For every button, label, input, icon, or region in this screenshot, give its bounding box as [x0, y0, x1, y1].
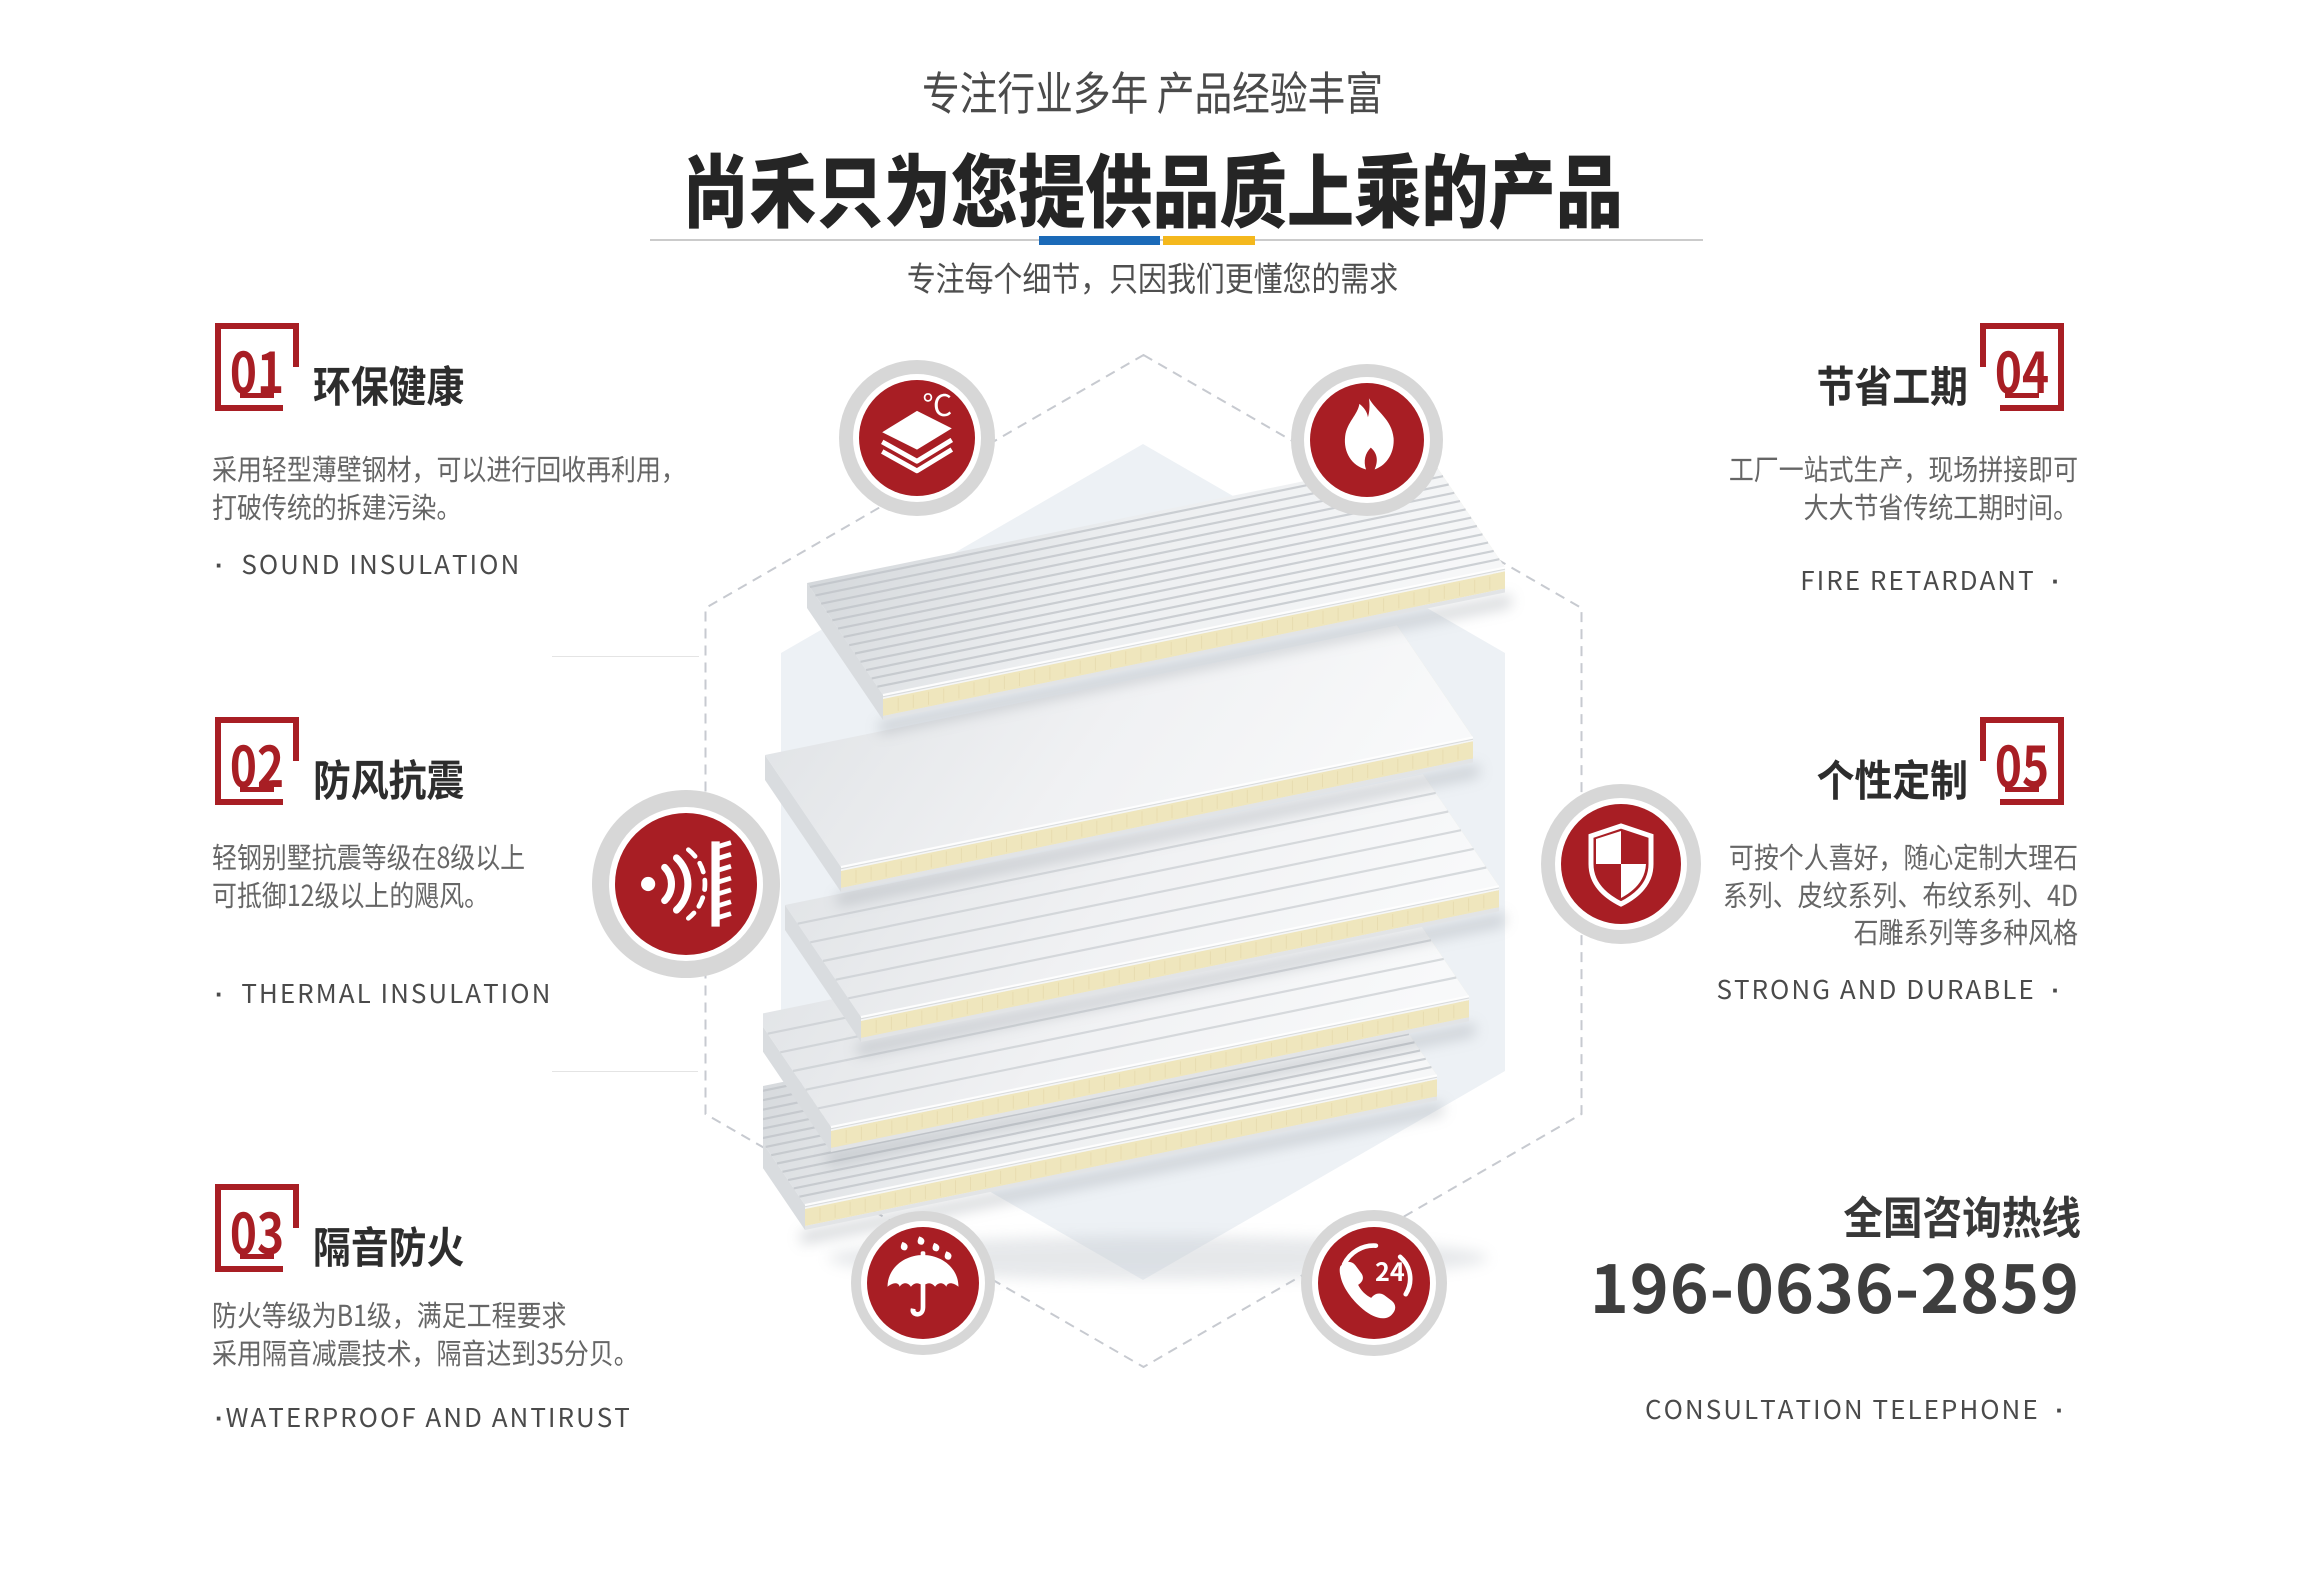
feature-04-caption-en: FIRE RETARDANT · — [1800, 561, 2062, 598]
feature-03-title: 隔音防火 — [313, 1214, 465, 1276]
number-underline — [2005, 393, 2039, 398]
umbrella-rain-icon — [867, 1227, 979, 1339]
feature-05-body: 可按个人喜好，随心定制大理石 系列、皮纹系列、布纹系列、4D 石雕系列等多种风格 — [1722, 835, 2078, 952]
svg-text:℃: ℃ — [922, 381, 952, 425]
number-box-notch — [1976, 761, 2000, 819]
feature-body-line: 可按个人喜好，随心定制大理石 — [1728, 835, 2078, 877]
feature-03-body: 防火等级为B1级，满足工程要求 采用隔音减震技术，隔音达到35分贝。 — [212, 1293, 639, 1373]
feature-body-line: 可抵御12级以上的飓风。 — [212, 872, 490, 915]
feature-04-number: 04 — [1994, 329, 2050, 410]
feature-03-caption-en: ·WATERPROOF AND ANTIRUST — [215, 1398, 632, 1435]
feature-03-number-box: 03 — [215, 1184, 307, 1286]
feature-body-line: 采用隔音减震技术，隔音达到35分贝。 — [212, 1330, 639, 1373]
page-title: 尚禾只为您提供品质上乘的产品 — [682, 129, 1623, 245]
bullet-dot: · — [215, 974, 226, 1011]
feature-body-line: 石雕系列等多种风格 — [1853, 910, 2078, 952]
panel-p1 — [807, 455, 1511, 734]
left-separator-top — [552, 656, 699, 657]
bullet-dot: · — [2051, 561, 2062, 598]
feature-02-body: 轻钢别墅抗震等级在8级以上 可抵御12级以上的飓风。 — [212, 835, 526, 915]
feature-body-line: 轻钢别墅抗震等级在8级以上 — [212, 835, 526, 877]
feature-04-number-box: 04 — [1976, 323, 2064, 425]
feature-body-line: 采用轻型薄壁钢材，可以进行回收再利用， — [212, 447, 686, 489]
bullet-dot: · — [2055, 1390, 2066, 1427]
layers-temperature-icon: ℃ — [859, 380, 975, 496]
feature-body-line: 防火等级为B1级，满足工程要求 — [212, 1293, 567, 1335]
panel-p3 — [785, 774, 1505, 1056]
number-box-notch — [283, 1228, 307, 1286]
soundwave-wall-icon — [615, 813, 757, 955]
layers-temperature-icon-badge: ℃ — [839, 360, 995, 516]
feature-01-caption-en: · SOUND INSULATION — [215, 545, 522, 582]
phone-24h-icon-badge: 24 — [1301, 1210, 1447, 1356]
feature-03-number: 03 — [229, 1190, 285, 1271]
shield-icon — [1561, 804, 1681, 924]
bullet-dot: · — [2051, 970, 2062, 1007]
flame-icon-badge — [1291, 364, 1443, 516]
hotline-caption-en: CONSULTATION TELEPHONE · — [1645, 1390, 2066, 1427]
number-box-notch — [283, 761, 307, 819]
feature-02-number-box: 02 — [215, 717, 307, 819]
feature-05-title: 个性定制 — [1816, 747, 1968, 809]
panel-p2 — [765, 625, 1479, 906]
divider-blue-segment — [1039, 236, 1160, 245]
soundwave-wall-icon-badge — [592, 790, 780, 978]
product-panels-image — [763, 455, 1511, 1280]
feature-01-title: 环保健康 — [313, 353, 465, 415]
bullet-dot: · — [215, 545, 226, 582]
feature-05-number: 05 — [1994, 723, 2050, 804]
number-underline — [240, 787, 274, 792]
feature-04-body: 工厂一站式生产，现场拼接即可 大大节省传统工期时间。 — [1728, 447, 2078, 527]
divider-yellow-segment — [1163, 236, 1255, 245]
feature-02-caption-en: · THERMAL INSULATION — [215, 974, 553, 1011]
feature-body-line: 打破传统的拆建污染。 — [212, 484, 462, 527]
flame-icon — [1310, 383, 1424, 497]
phone-24h-icon: 24 — [1318, 1227, 1430, 1339]
feature-body-line: 工厂一站式生产，现场拼接即可 — [1728, 447, 2078, 489]
svg-text:24: 24 — [1375, 1253, 1405, 1289]
feature-body-line: 大大节省传统工期时间。 — [1803, 484, 2078, 527]
feature-01-body: 采用轻型薄壁钢材，可以进行回收再利用， 打破传统的拆建污染。 — [212, 447, 686, 527]
feature-02-title: 防风抗震 — [313, 747, 465, 809]
feature-body-line: 系列、皮纹系列、布纹系列、4D — [1722, 872, 2078, 915]
eyebrow-text: 专注行业多年 产品经验丰富 — [921, 58, 1384, 124]
hexagon-dashed-outline — [704, 353, 1583, 1369]
bullet-dot: · — [215, 1398, 226, 1435]
subtitle-text: 专注每个细节，只因我们更懂您的需求 — [906, 252, 1399, 301]
feature-05-caption-en: STRONG AND DURABLE · — [1716, 970, 2062, 1007]
number-box-notch — [1976, 367, 2000, 425]
number-underline — [240, 1254, 274, 1259]
number-underline — [2005, 787, 2039, 792]
shield-icon-badge — [1541, 784, 1701, 944]
hotline-label: 全国咨询热线 — [1843, 1182, 2081, 1247]
feature-04-title: 节省工期 — [1816, 353, 1968, 415]
number-underline — [240, 393, 274, 398]
umbrella-rain-icon-badge — [851, 1211, 995, 1355]
left-separator-bottom — [552, 1071, 698, 1072]
number-box-notch — [283, 367, 307, 425]
panel-p4 — [763, 884, 1475, 1166]
feature-05-number-box: 05 — [1976, 717, 2064, 819]
feature-01-number: 01 — [229, 329, 285, 410]
feature-01-number-box: 01 — [215, 323, 307, 425]
feature-02-number: 02 — [229, 723, 285, 804]
hotline-phone-number[interactable]: 196-0636-2859 — [1589, 1237, 2080, 1333]
